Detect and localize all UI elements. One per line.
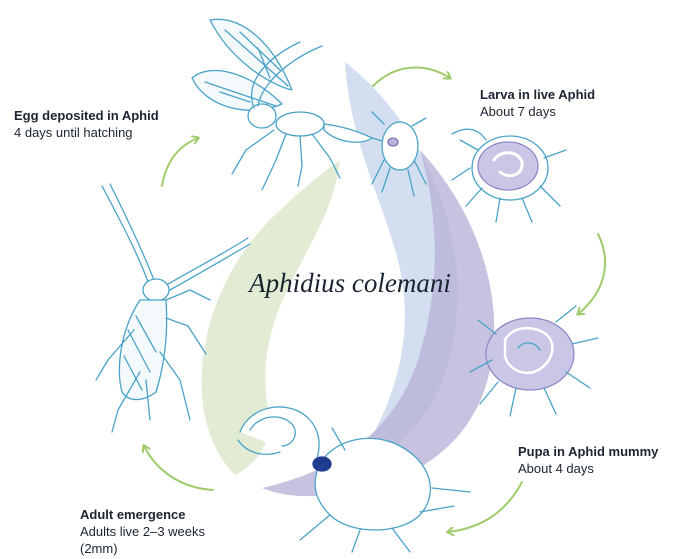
- stage-adult-size: (2mm): [80, 540, 205, 557]
- stage-adult-heading: Adult emergence: [80, 506, 205, 523]
- cycle-arrow-icon: [162, 138, 198, 186]
- cycle-arrow-icon: [448, 482, 522, 532]
- stage-larva-caption: Larva in live Aphid About 7 days: [480, 86, 595, 120]
- stage-larva-heading: Larva in live Aphid: [480, 86, 595, 103]
- stage-adult-caption: Adult emergence Adults live 2–3 weeks (2…: [80, 506, 205, 557]
- stage-larva-detail: About 7 days: [480, 103, 595, 120]
- stage-pupa-heading: Pupa in Aphid mummy: [518, 443, 658, 460]
- stage-egg-caption: Egg deposited in Aphid 4 days until hatc…: [14, 107, 159, 141]
- larva-aphid-icon: [452, 129, 566, 222]
- cycle-arrow-icon: [578, 234, 605, 314]
- stage-egg-detail: 4 days until hatching: [14, 124, 159, 141]
- stage-pupa-caption: Pupa in Aphid mummy About 4 days: [518, 443, 658, 477]
- cycle-arrow-icon: [373, 68, 450, 86]
- stage-adult-detail: Adults live 2–3 weeks: [80, 523, 205, 540]
- species-title: Aphidius colemani: [200, 268, 500, 299]
- stage-egg-heading: Egg deposited in Aphid: [14, 107, 159, 124]
- cycle-arrow-icon: [144, 446, 213, 490]
- stage-pupa-detail: About 4 days: [518, 460, 658, 477]
